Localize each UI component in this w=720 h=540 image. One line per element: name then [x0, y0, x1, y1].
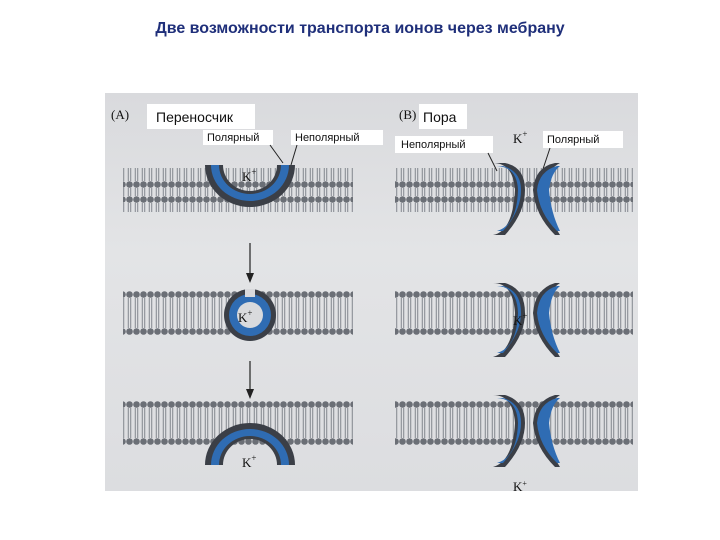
- ion-k-stage-2: K+: [238, 308, 252, 325]
- nonpolar-label-a: Неполярный: [295, 132, 360, 144]
- nonpolar-label-b: Неполярный: [401, 139, 466, 151]
- pore-protein-row-1: [493, 163, 560, 235]
- polar-label-b: Полярный: [547, 134, 599, 146]
- carrier-protein-stage-1: [205, 165, 295, 207]
- polar-label-a: Полярный: [207, 132, 259, 144]
- ion-k-stage-1: K+: [242, 167, 256, 184]
- diagram-svg: (A) Переносчик Полярный Неполярный K+ K+…: [111, 104, 633, 491]
- polar-label-box-b: [543, 131, 623, 148]
- ion-k-pore-bottom: K+: [513, 479, 527, 491]
- carrier-label: Переносчик: [156, 109, 234, 125]
- ion-k-stage-3: K+: [242, 453, 256, 470]
- carrier-protein-stage-2: [224, 289, 276, 341]
- nonpolar-pointer-a: [290, 144, 298, 166]
- page-title: Две возможности транспорта ионов через м…: [155, 20, 565, 37]
- ion-k-pore-middle: K+: [513, 311, 527, 328]
- ion-k-top-b: K+: [513, 129, 527, 146]
- panel-a-letter: (A): [111, 107, 129, 122]
- arrow-down-2: [246, 361, 254, 399]
- polar-pointer-b: [542, 147, 551, 170]
- nonpolar-pointer-b: [487, 152, 498, 172]
- carrier-label-box: [147, 104, 255, 129]
- pore-label-box: [419, 104, 467, 129]
- polar-pointer-a: [269, 144, 284, 164]
- nonpolar-label-box-a: [291, 130, 383, 145]
- panel-b-letter: (B): [399, 107, 416, 122]
- polar-label-box-a: [203, 130, 273, 145]
- nonpolar-label-box-b: [395, 136, 493, 153]
- membrane-transport-figure: (A) Переносчик Полярный Неполярный K+ K+…: [105, 93, 638, 491]
- arrow-down-1: [246, 243, 254, 283]
- carrier-protein-stage-3: [205, 423, 295, 465]
- pore-protein-row-2: [493, 283, 560, 357]
- pore-label: Пора: [423, 109, 457, 125]
- pore-protein-row-3: [493, 395, 560, 467]
